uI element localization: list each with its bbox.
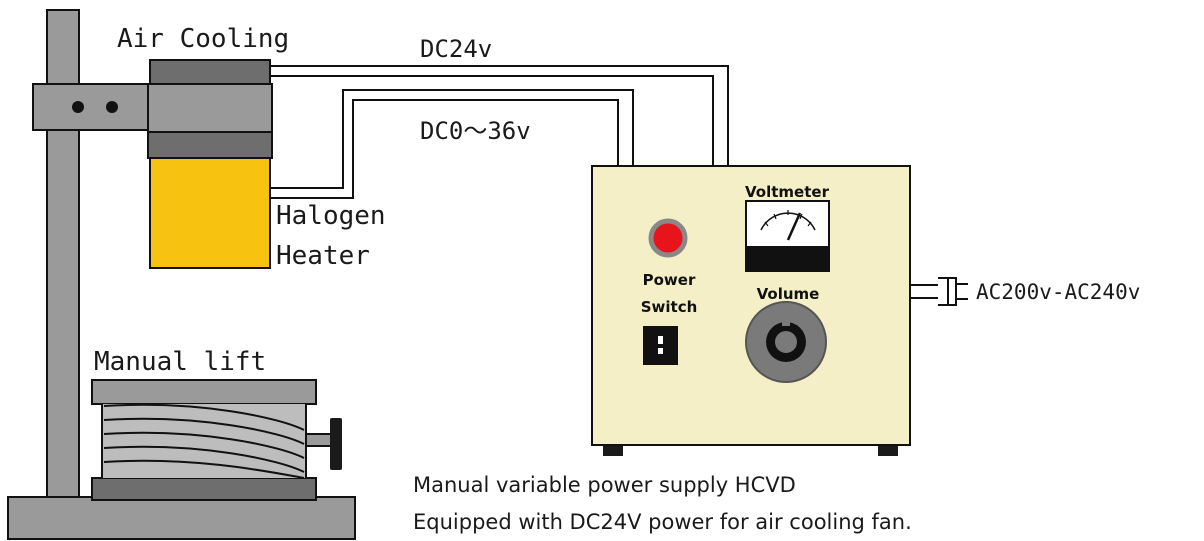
dc0-36v-label: DC0～36v bbox=[420, 117, 531, 145]
wire-dc24v-inner bbox=[270, 75, 714, 166]
air-cooling-label: Air Cooling bbox=[117, 24, 289, 54]
volume-label: Volume bbox=[757, 285, 820, 303]
wire-dc36v-outer bbox=[270, 89, 634, 189]
halogen-heater-lamp bbox=[149, 157, 271, 269]
power-supply-unit: Voltmeter Power Switch Volume bbox=[591, 165, 911, 456]
power-switch-slot bbox=[658, 336, 663, 344]
clamp-screw-right bbox=[106, 101, 118, 113]
heater-label: Heater bbox=[276, 241, 370, 271]
heater-housing bbox=[147, 83, 273, 133]
lift-handle-knob bbox=[330, 418, 342, 470]
voltmeter-needle-icon bbox=[760, 210, 816, 241]
wire-dc24v-outer bbox=[270, 65, 729, 166]
heater-collar bbox=[147, 131, 273, 159]
voltmeter-label: Voltmeter bbox=[745, 183, 830, 201]
voltmeter-base bbox=[747, 246, 828, 270]
halogen-label: Halogen bbox=[276, 201, 386, 231]
air-cooling-cap bbox=[149, 59, 271, 85]
clamp-screw-left bbox=[72, 101, 84, 113]
caption-line-1: Manual variable power supply HCVD bbox=[413, 473, 796, 497]
power-label: Power bbox=[643, 271, 696, 289]
power-indicator-icon bbox=[648, 218, 688, 258]
power-switch-slot-lower bbox=[658, 348, 663, 354]
wire-dc36v-inner bbox=[270, 99, 619, 199]
caption-line-2: Equipped with DC24V power for air coolin… bbox=[413, 510, 912, 534]
stand-base bbox=[7, 496, 356, 540]
switch-label: Switch bbox=[641, 298, 698, 316]
stand-clamp bbox=[32, 83, 156, 131]
ac-plug-icon bbox=[910, 277, 968, 306]
lift-top-plate bbox=[91, 379, 317, 405]
dc24v-label: DC24v bbox=[420, 35, 492, 63]
lift-spring-body bbox=[102, 404, 306, 478]
manual-lift bbox=[91, 379, 342, 501]
power-switch[interactable] bbox=[643, 326, 678, 365]
stand bbox=[7, 9, 356, 540]
wiring bbox=[270, 65, 729, 199]
heater-assembly bbox=[147, 59, 273, 269]
volume-knob-icon[interactable] bbox=[745, 301, 827, 383]
ac-input-label: AC200v-AC240v bbox=[976, 280, 1140, 304]
manual-lift-label: Manual lift bbox=[94, 347, 266, 377]
lift-bottom-plate bbox=[91, 477, 317, 501]
lift-spring-coils bbox=[101, 403, 307, 479]
